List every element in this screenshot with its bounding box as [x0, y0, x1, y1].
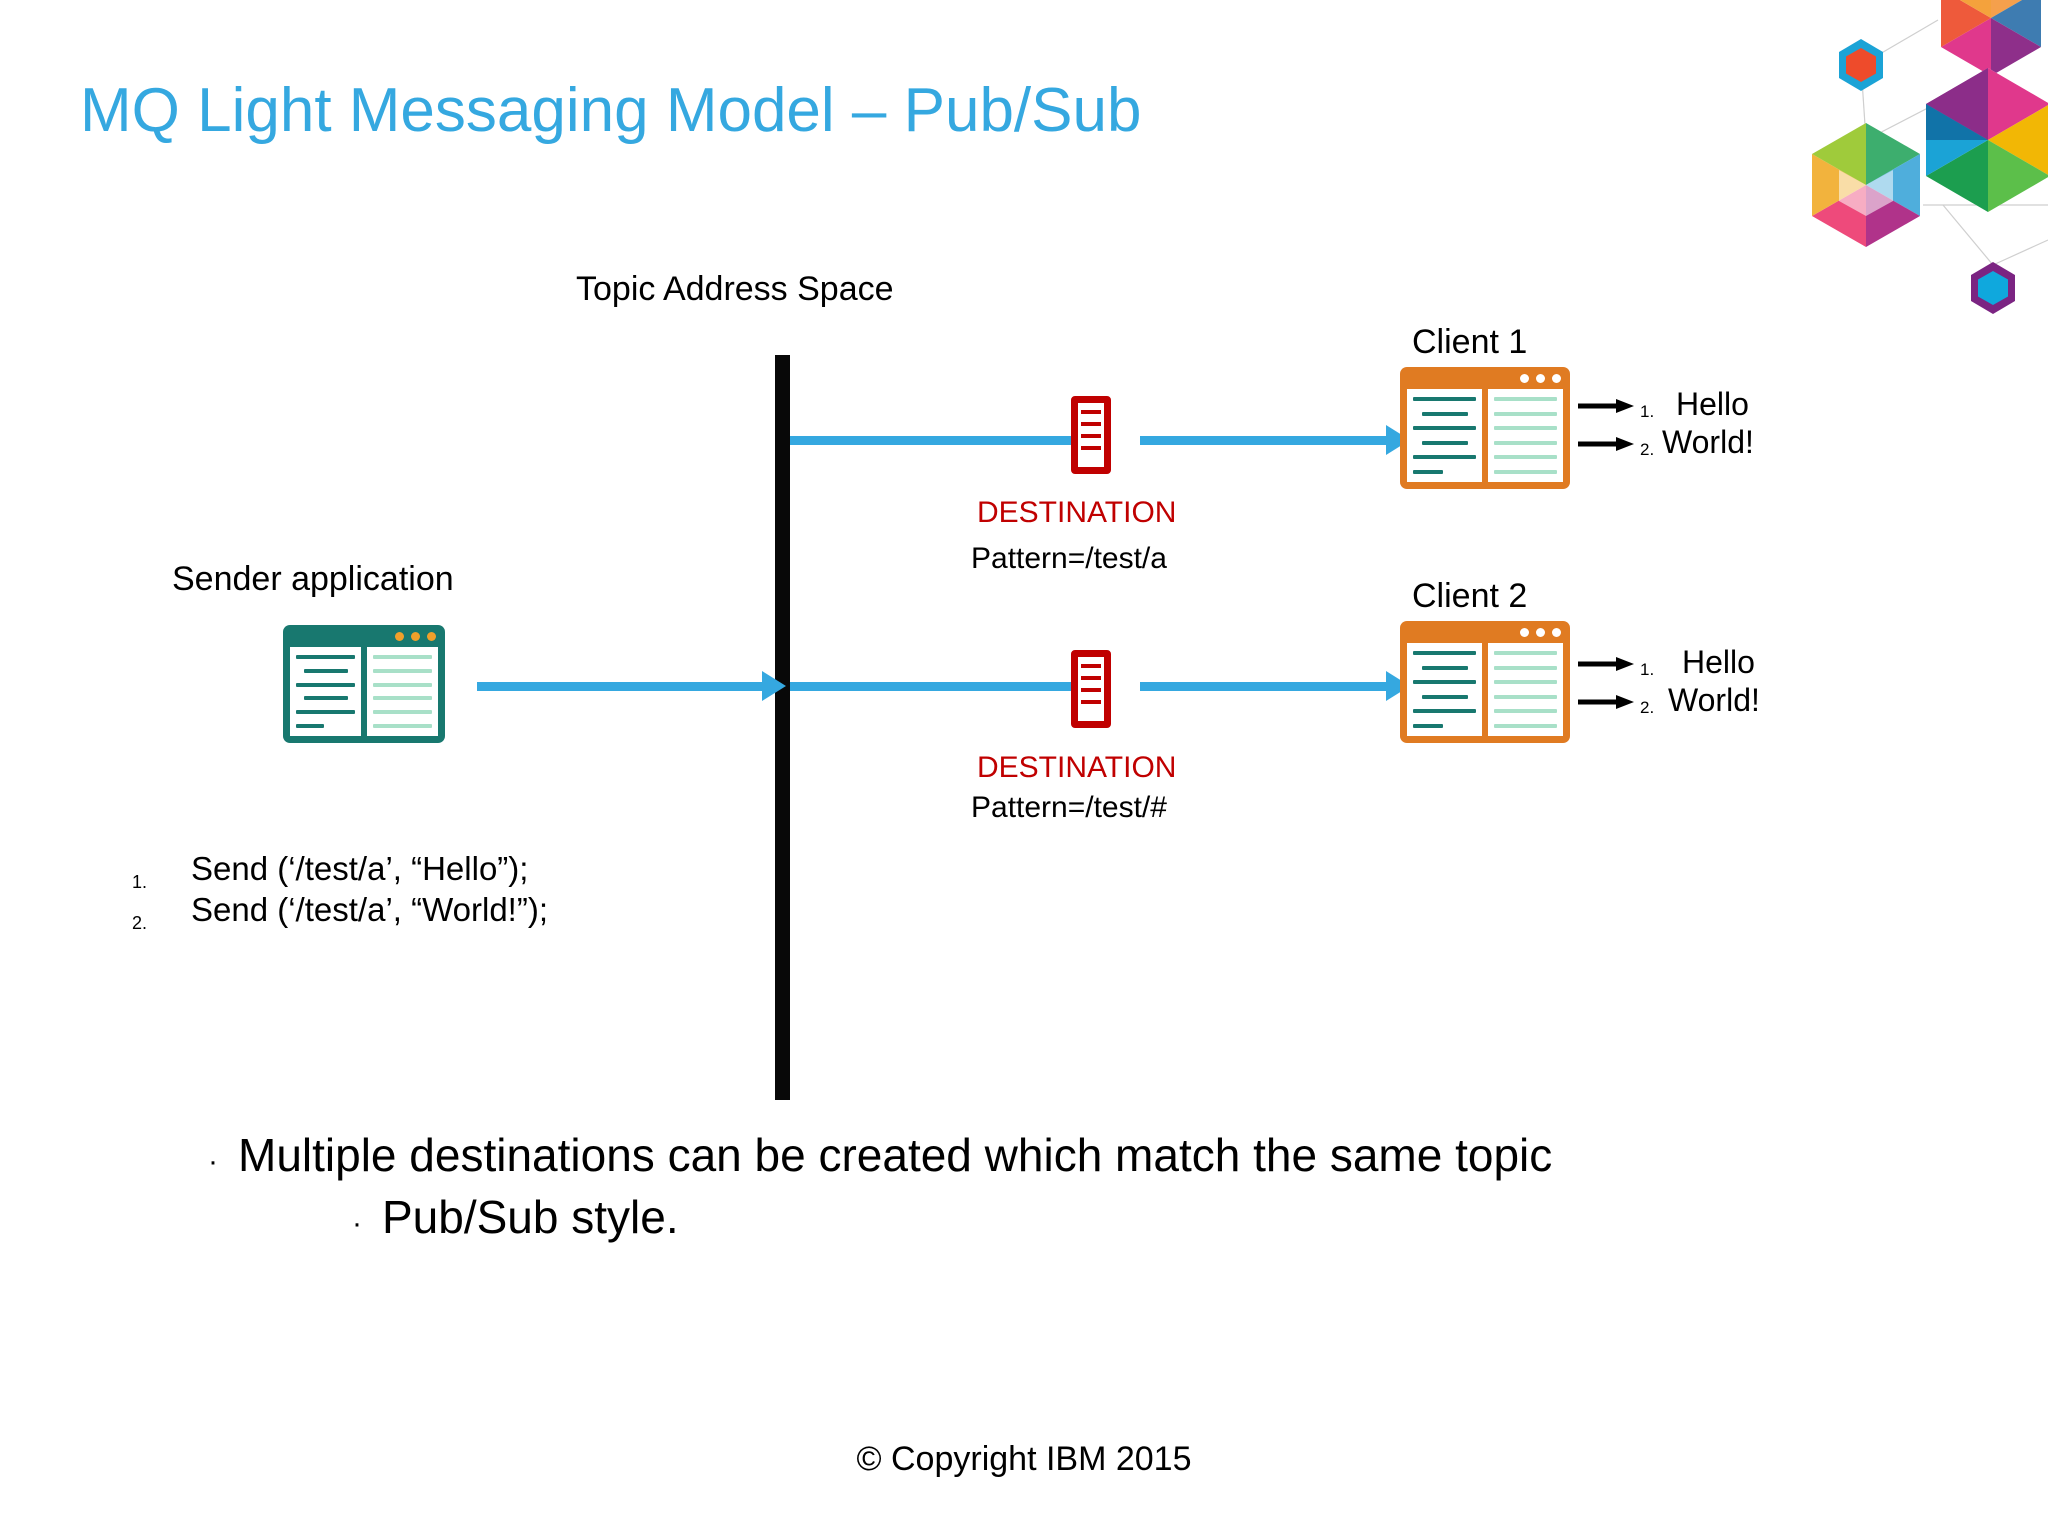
destination-1-queue-icon [1071, 396, 1111, 474]
destination-1-pattern: Pattern=/test/a [971, 542, 1167, 575]
connector-topicbar-to-destination-1 [790, 436, 1080, 445]
window-titlebar [395, 629, 441, 643]
client-1-message-2-number: 2. [1640, 440, 1655, 459]
window-pane-right [1488, 643, 1563, 736]
window-dot [395, 631, 404, 641]
client-2-label: Client 2 [1412, 577, 1528, 615]
window-dot [1536, 627, 1545, 637]
client-2-window-icon [1400, 621, 1570, 743]
bullet-item-2: · Pub/Sub style. [352, 1190, 679, 1244]
window-dot [1552, 627, 1561, 637]
client-1-message-1-arrow [1578, 399, 1634, 413]
client-1-message-1-number: 1. [1640, 402, 1655, 421]
window-pane-left [1407, 643, 1482, 736]
bullet-marker: · [352, 1207, 362, 1240]
bullet-item-1: · Multiple destinations can be created w… [208, 1128, 1552, 1182]
sender-app-window-icon [283, 625, 445, 743]
window-titlebar [1520, 371, 1566, 385]
window-pane-left [290, 647, 361, 736]
window-pane-right [367, 647, 438, 736]
destination-1-title: DESTINATION [977, 496, 1177, 529]
window-panes [1407, 389, 1563, 482]
connector-destination-2-to-client-2 [1140, 682, 1390, 691]
connector-sender-arrowhead [762, 671, 786, 701]
client-2-message-1-number: 1. [1640, 660, 1655, 679]
client-1-window-icon [1400, 367, 1570, 489]
send-call-2-number: 2. [132, 913, 148, 933]
client-2-message-2-arrow [1578, 695, 1634, 709]
client-1-message-1-text: Hello [1676, 386, 1749, 422]
connector-destination-1-to-client-1 [1140, 436, 1390, 445]
destination-2-queue-icon [1071, 650, 1111, 728]
window-panes [290, 647, 438, 736]
window-dot [1552, 373, 1561, 383]
window-dot [1536, 373, 1545, 383]
destination-2-pattern: Pattern=/test/# [971, 791, 1167, 824]
client-2-message-1-arrow [1578, 657, 1634, 671]
window-titlebar [1520, 625, 1566, 639]
client-1-message-2-arrow [1578, 437, 1634, 451]
client-1-label: Client 1 [1412, 323, 1528, 361]
window-dot [1520, 627, 1529, 637]
topic-address-space-label: Topic Address Space [576, 270, 894, 308]
bullet-marker: · [208, 1145, 218, 1178]
page-title: MQ Light Messaging Model – Pub/Sub [80, 76, 1142, 145]
window-dot [411, 631, 420, 641]
destination-2-title: DESTINATION [977, 751, 1177, 784]
send-call-2-code: Send (‘/test/a’, “World!”); [191, 891, 548, 928]
window-dot [427, 631, 436, 641]
connector-topicbar-to-destination-2 [790, 682, 1080, 691]
connector-sender-to-topicbar [477, 682, 767, 691]
ibm-hexagon-network-graphic [1812, 0, 2048, 314]
copyright-footer: © Copyright IBM 2015 [856, 1440, 1192, 1478]
window-dot [1520, 373, 1529, 383]
client-2-message-2-text: World! [1668, 682, 1760, 718]
client-1-message-2-text: World! [1662, 424, 1754, 460]
sender-application-label: Sender application [172, 560, 454, 598]
client-2-message-1-text: Hello [1682, 644, 1755, 680]
topic-address-space-bar [775, 355, 790, 1100]
bullet-text: Multiple destinations can be created whi… [238, 1129, 1553, 1181]
bullet-text: Pub/Sub style. [382, 1191, 679, 1243]
client-2-message-2-number: 2. [1640, 698, 1655, 717]
window-pane-right [1488, 389, 1563, 482]
window-pane-left [1407, 389, 1482, 482]
window-panes [1407, 643, 1563, 736]
send-call-1-number: 1. [132, 872, 148, 892]
send-call-1-code: Send (‘/test/a’, “Hello”); [191, 850, 529, 887]
